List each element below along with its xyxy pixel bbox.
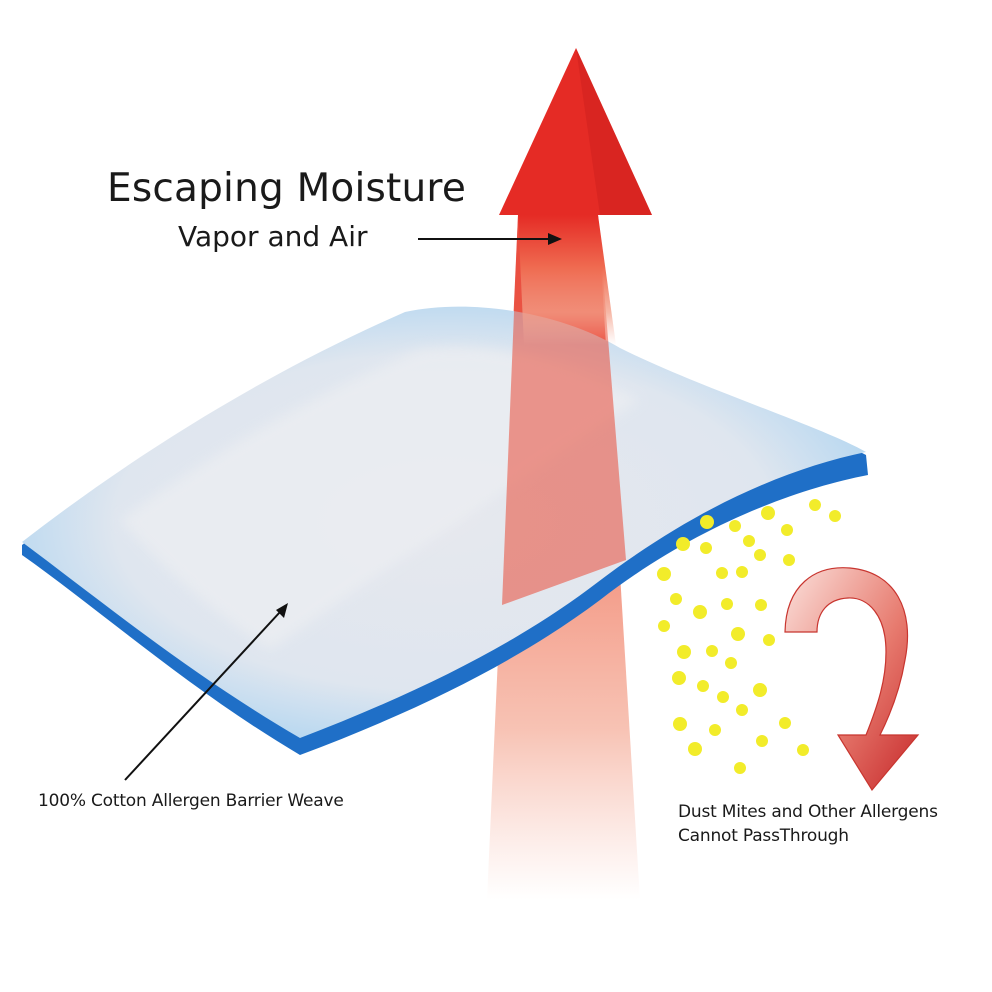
moisture-arrow-upper bbox=[518, 215, 616, 345]
allergen-dots bbox=[657, 499, 841, 774]
allergen-barrier-weave-label: 100% Cotton Allergen Barrier Weave bbox=[38, 791, 344, 811]
weave-pointer-line bbox=[124, 611, 281, 781]
escaping-moisture-label: Escaping Moisture bbox=[107, 166, 467, 211]
weave-pointer-head bbox=[276, 603, 288, 618]
vapor-pointer-head bbox=[548, 233, 562, 245]
dust-mites-label-line2: Cannot PassThrough bbox=[678, 826, 849, 846]
deflect-arrow-icon bbox=[784, 567, 920, 792]
dust-mites-label-line1: Dust Mites and Other Allergens bbox=[678, 802, 938, 822]
moisture-arrow-head-shade bbox=[576, 48, 652, 215]
vapor-and-air-label: Vapor and Air bbox=[178, 220, 368, 253]
moisture-arrow-head bbox=[499, 48, 652, 215]
